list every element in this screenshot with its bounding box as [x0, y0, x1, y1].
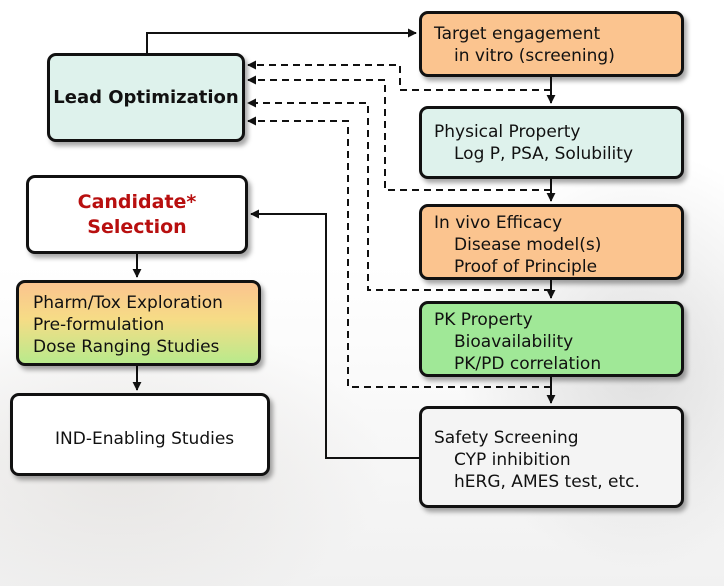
feedback-invivo-to-lead [247, 98, 551, 291]
safety-detail-2: hERG, AMES test, etc. [454, 472, 640, 492]
pharm-line-2: Pre-formulation [33, 315, 165, 335]
candidate-label-2: Selection [87, 215, 187, 238]
pk-property-box: PK Property Bioavailability PK/PD correl… [419, 301, 684, 377]
physical-detail: Log P, PSA, Solubility [454, 144, 633, 164]
safety-screening-box: Safety Screening CYP inhibition hERG, AM… [419, 406, 684, 508]
pharm-line-3: Dose Ranging Studies [33, 337, 220, 357]
target-engagement-box: Target engagement in vitro (screening) [419, 11, 684, 77]
safety-detail-1: CYP inhibition [454, 450, 571, 470]
feedback-target-to-lead [247, 60, 551, 91]
lead-label: Lead Optimization [53, 86, 239, 108]
feedback-pk-to-lead [247, 116, 551, 388]
target-title: Target engagement [434, 24, 601, 44]
safety-title: Safety Screening [434, 428, 579, 448]
pk-title: PK Property [434, 310, 533, 330]
pharm-line-1: Pharm/Tox Exploration [33, 293, 223, 313]
invivo-detail-2: Proof of Principle [454, 257, 598, 277]
pharm-tox-box: Pharm/Tox Exploration Pre-formulation Do… [16, 280, 261, 366]
ind-label: IND-Enabling Studies [55, 429, 235, 449]
invivo-title: In vivo Efficacy [434, 213, 563, 233]
feedback-physical-to-lead [247, 75, 551, 191]
candidate-label-1: Candidate* [77, 190, 197, 213]
arrow-lead-to-target [146, 28, 417, 53]
physical-title: Physical Property [434, 122, 581, 142]
physical-property-box: Physical Property Log P, PSA, Solubility [419, 106, 684, 179]
candidate-selection-box: Candidate* Selection [26, 175, 248, 254]
invivo-detail-1: Disease model(s) [454, 235, 602, 255]
target-detail: in vitro (screening) [454, 46, 615, 66]
ind-enabling-box: IND-Enabling Studies [10, 393, 270, 476]
in-vivo-efficacy-box: In vivo Efficacy Disease model(s) Proof … [419, 204, 684, 280]
pk-detail-2: PK/PD correlation [454, 354, 602, 374]
lead-optimization-box: Lead Optimization [47, 53, 245, 142]
pk-detail-1: Bioavailability [454, 332, 574, 352]
arrow-safety-to-candidate [250, 209, 419, 459]
